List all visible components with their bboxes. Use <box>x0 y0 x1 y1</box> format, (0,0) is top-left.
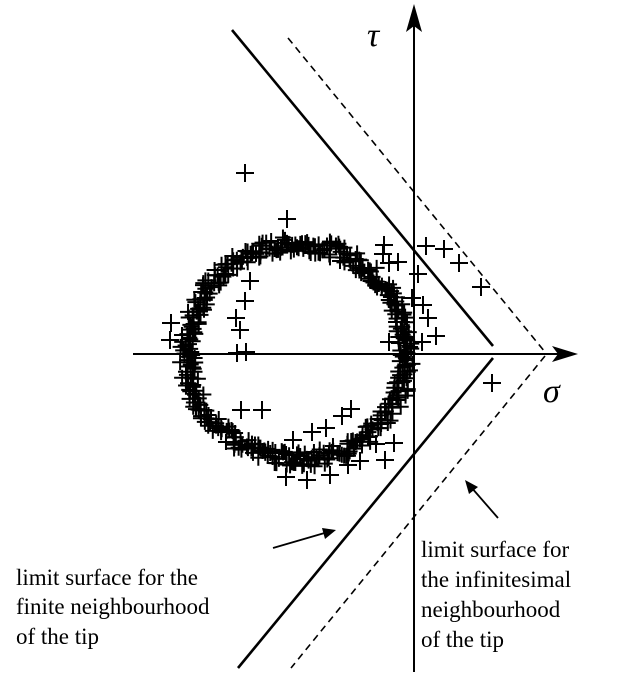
finite-label-line-2: finite neighbourhood <box>16 594 210 619</box>
sigma-axis-label: σ <box>543 373 561 410</box>
stress-markers <box>161 164 501 489</box>
plus-marker <box>231 321 249 339</box>
plus-marker <box>254 442 271 459</box>
plus-marker <box>427 327 445 345</box>
plus-marker <box>395 372 412 389</box>
plus-marker <box>419 309 437 327</box>
plus-marker <box>367 435 385 453</box>
label-pointers <box>272 480 499 549</box>
plus-marker <box>389 253 407 271</box>
infinitesimal-label: limit surface for the infinitesimal neig… <box>421 537 577 652</box>
infinitesimal-label-line-2: the infinitesimal <box>421 567 571 592</box>
plus-marker <box>236 164 254 182</box>
plus-marker <box>483 374 501 392</box>
plus-marker <box>236 292 254 310</box>
plus-marker <box>333 407 351 425</box>
plus-marker <box>162 314 180 332</box>
plus-marker <box>395 328 413 346</box>
plus-marker <box>395 306 412 323</box>
plus-marker <box>253 401 271 419</box>
finite-limit-surface <box>230 29 495 669</box>
finite-label: limit surface for the finite neighbourho… <box>16 565 215 649</box>
infinitesimal-limit-surface <box>287 37 546 669</box>
plus-marker <box>298 471 316 489</box>
plus-marker <box>297 235 314 252</box>
finite-pointer-arrow <box>272 531 329 549</box>
plus-marker <box>295 456 312 473</box>
plus-marker <box>284 431 302 449</box>
plus-marker <box>368 259 385 276</box>
plus-marker <box>413 333 431 351</box>
plus-marker <box>339 456 357 474</box>
plus-marker <box>380 333 398 351</box>
plus-marker <box>472 278 490 296</box>
plus-marker <box>402 339 419 356</box>
plus-marker <box>241 272 259 290</box>
plus-marker <box>435 240 453 258</box>
plus-marker <box>376 451 394 469</box>
plus-marker <box>290 444 307 461</box>
infinitesimal-label-line-4: of the tip <box>421 627 504 652</box>
plus-marker <box>385 434 403 452</box>
plus-marker <box>232 401 250 419</box>
plus-marker <box>278 210 296 228</box>
plus-marker <box>192 396 209 413</box>
plus-marker <box>409 265 427 283</box>
plus-marker <box>321 466 339 484</box>
infinitesimal-label-line-3: neighbourhood <box>421 597 561 622</box>
plus-marker <box>450 254 468 272</box>
plus-marker <box>270 450 287 467</box>
plus-marker <box>374 245 392 263</box>
plus-marker <box>228 344 246 362</box>
sigma-axis-arrowhead <box>552 346 578 362</box>
finite-label-line-3: of the tip <box>16 624 99 649</box>
plus-marker <box>392 342 409 359</box>
plus-marker <box>227 309 245 327</box>
plus-marker <box>317 419 335 437</box>
plus-marker <box>187 401 204 418</box>
infinitesimal-label-line-1: limit surface for <box>421 537 570 562</box>
plus-marker <box>384 405 401 422</box>
infinitesimal-pointer-arrow <box>470 486 499 519</box>
plus-marker <box>303 423 321 441</box>
plus-marker <box>277 468 295 486</box>
plus-marker <box>351 452 369 470</box>
plus-marker <box>263 232 280 249</box>
tau-axis-arrowhead <box>406 4 422 32</box>
plus-marker <box>403 340 420 357</box>
tau-axis-label: τ <box>367 17 381 54</box>
plus-marker <box>417 237 435 255</box>
plus-marker <box>172 354 189 371</box>
plus-marker <box>161 331 179 349</box>
plus-marker <box>321 249 338 266</box>
plus-marker <box>403 289 421 307</box>
plus-marker <box>414 296 432 314</box>
finite-label-line-1: limit surface for the <box>16 565 198 590</box>
